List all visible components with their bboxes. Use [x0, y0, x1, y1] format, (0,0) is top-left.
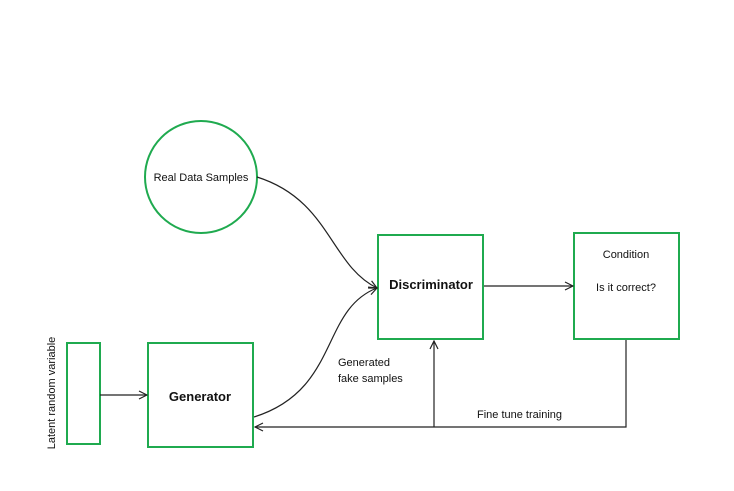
generated-samples-label-line2: fake samples: [338, 373, 403, 385]
generated-samples-label: Generated: [338, 357, 390, 369]
latent-variable-node: [66, 342, 101, 445]
condition-label: Condition: [603, 249, 649, 261]
latent-variable-label: Latent random variable: [46, 337, 58, 450]
edge-real-to-discriminator: [256, 176, 377, 288]
condition-question-label: Is it correct?: [596, 282, 656, 294]
condition-node: [573, 232, 680, 340]
discriminator-node: [377, 234, 484, 340]
discriminator-label: Discriminator: [389, 277, 473, 292]
generator-node: [147, 342, 254, 448]
edge-generator-to-discriminator: [253, 288, 377, 418]
real-data-label: Real Data Samples: [154, 172, 249, 184]
fine-tune-label: Fine tune training: [477, 409, 562, 421]
generator-label: Generator: [169, 389, 231, 404]
edge-fine-tune-line: [434, 340, 627, 428]
